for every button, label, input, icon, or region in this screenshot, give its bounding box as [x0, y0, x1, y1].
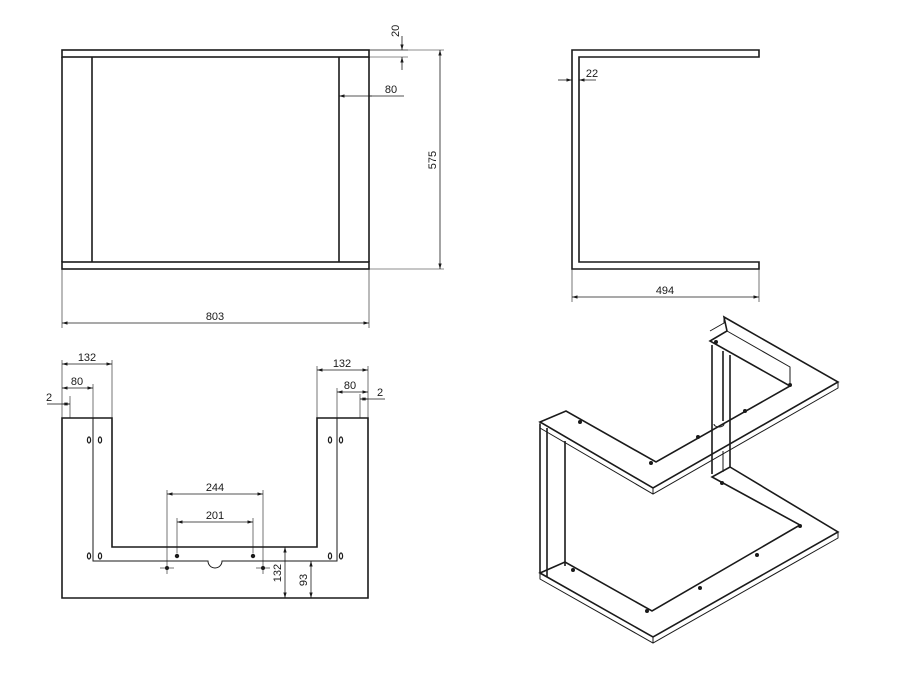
dim-slot-outer: 244 — [166, 482, 264, 574]
dim-leg-width: 80 — [339, 84, 404, 98]
dim-label-top-thickness: 20 — [390, 25, 402, 37]
front-view: 20 80 575 803 — [61, 25, 444, 328]
flat-pattern-view: 132 80 2 132 80 — [46, 352, 385, 599]
dim-label-width: 803 — [206, 311, 224, 323]
dim-slot-inner: 201 — [176, 510, 254, 553]
dim-top-thickness: 20 — [369, 25, 408, 70]
dim-label-bottom-inner: 93 — [298, 574, 310, 586]
dim-label-slot-outer: 244 — [206, 482, 224, 494]
dim-right-inner: 80 — [336, 380, 368, 418]
bend-line — [92, 418, 338, 569]
dim-label-depth: 494 — [656, 285, 674, 297]
dim-label-bottom-outer: 132 — [272, 564, 284, 582]
dim-label-right-inner: 80 — [344, 380, 356, 392]
dim-label-lip: 22 — [586, 68, 598, 80]
iso-bottom-plate — [538, 466, 840, 644]
dim-label-height: 575 — [427, 151, 439, 169]
dim-bottom-inner: 93 — [263, 560, 316, 598]
dim-label-right-edge: 2 — [377, 387, 383, 399]
dim-bottom-outer: 132 — [253, 546, 290, 598]
dim-left-edge: 2 — [46, 392, 71, 418]
side-profile — [571, 49, 760, 270]
iso-top-plate — [538, 315, 840, 495]
mounting-holes — [86, 436, 344, 570]
dim-height: 575 — [369, 49, 444, 270]
dim-label-leg-width: 80 — [385, 84, 397, 96]
iso-rear-panel — [711, 345, 731, 474]
dim-label-slot-inner: 201 — [206, 510, 224, 522]
dim-width: 803 — [61, 269, 370, 328]
dim-depth: 494 — [571, 269, 760, 302]
dim-label-left-inner: 80 — [71, 376, 83, 388]
dim-left-inner: 80 — [61, 376, 94, 418]
side-view: 22 494 — [558, 49, 760, 302]
isometric-view — [538, 315, 840, 644]
front-bottom-plate — [61, 261, 370, 270]
dim-lip: 22 — [558, 68, 598, 82]
dim-right-outer: 132 — [316, 358, 369, 418]
iso-front-panel — [539, 424, 566, 577]
front-top-plate — [61, 49, 370, 58]
dim-right-edge: 2 — [359, 387, 385, 418]
dim-label-left-outer: 132 — [78, 352, 96, 364]
dim-left-outer: 132 — [61, 352, 113, 418]
flat-pattern-outline — [61, 417, 369, 599]
dim-label-left-edge: 2 — [46, 392, 52, 404]
dim-label-right-outer: 132 — [333, 358, 351, 370]
